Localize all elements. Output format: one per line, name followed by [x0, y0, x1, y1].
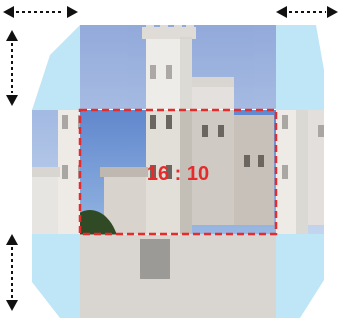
double-arrow-vertical-icon: [6, 30, 18, 106]
double-arrow-vertical-icon: [6, 234, 18, 311]
double-arrow-horizontal-icon: [276, 6, 338, 18]
ratio-label: 16 : 10: [147, 163, 209, 185]
double-arrow-horizontal-icon: [3, 6, 78, 18]
